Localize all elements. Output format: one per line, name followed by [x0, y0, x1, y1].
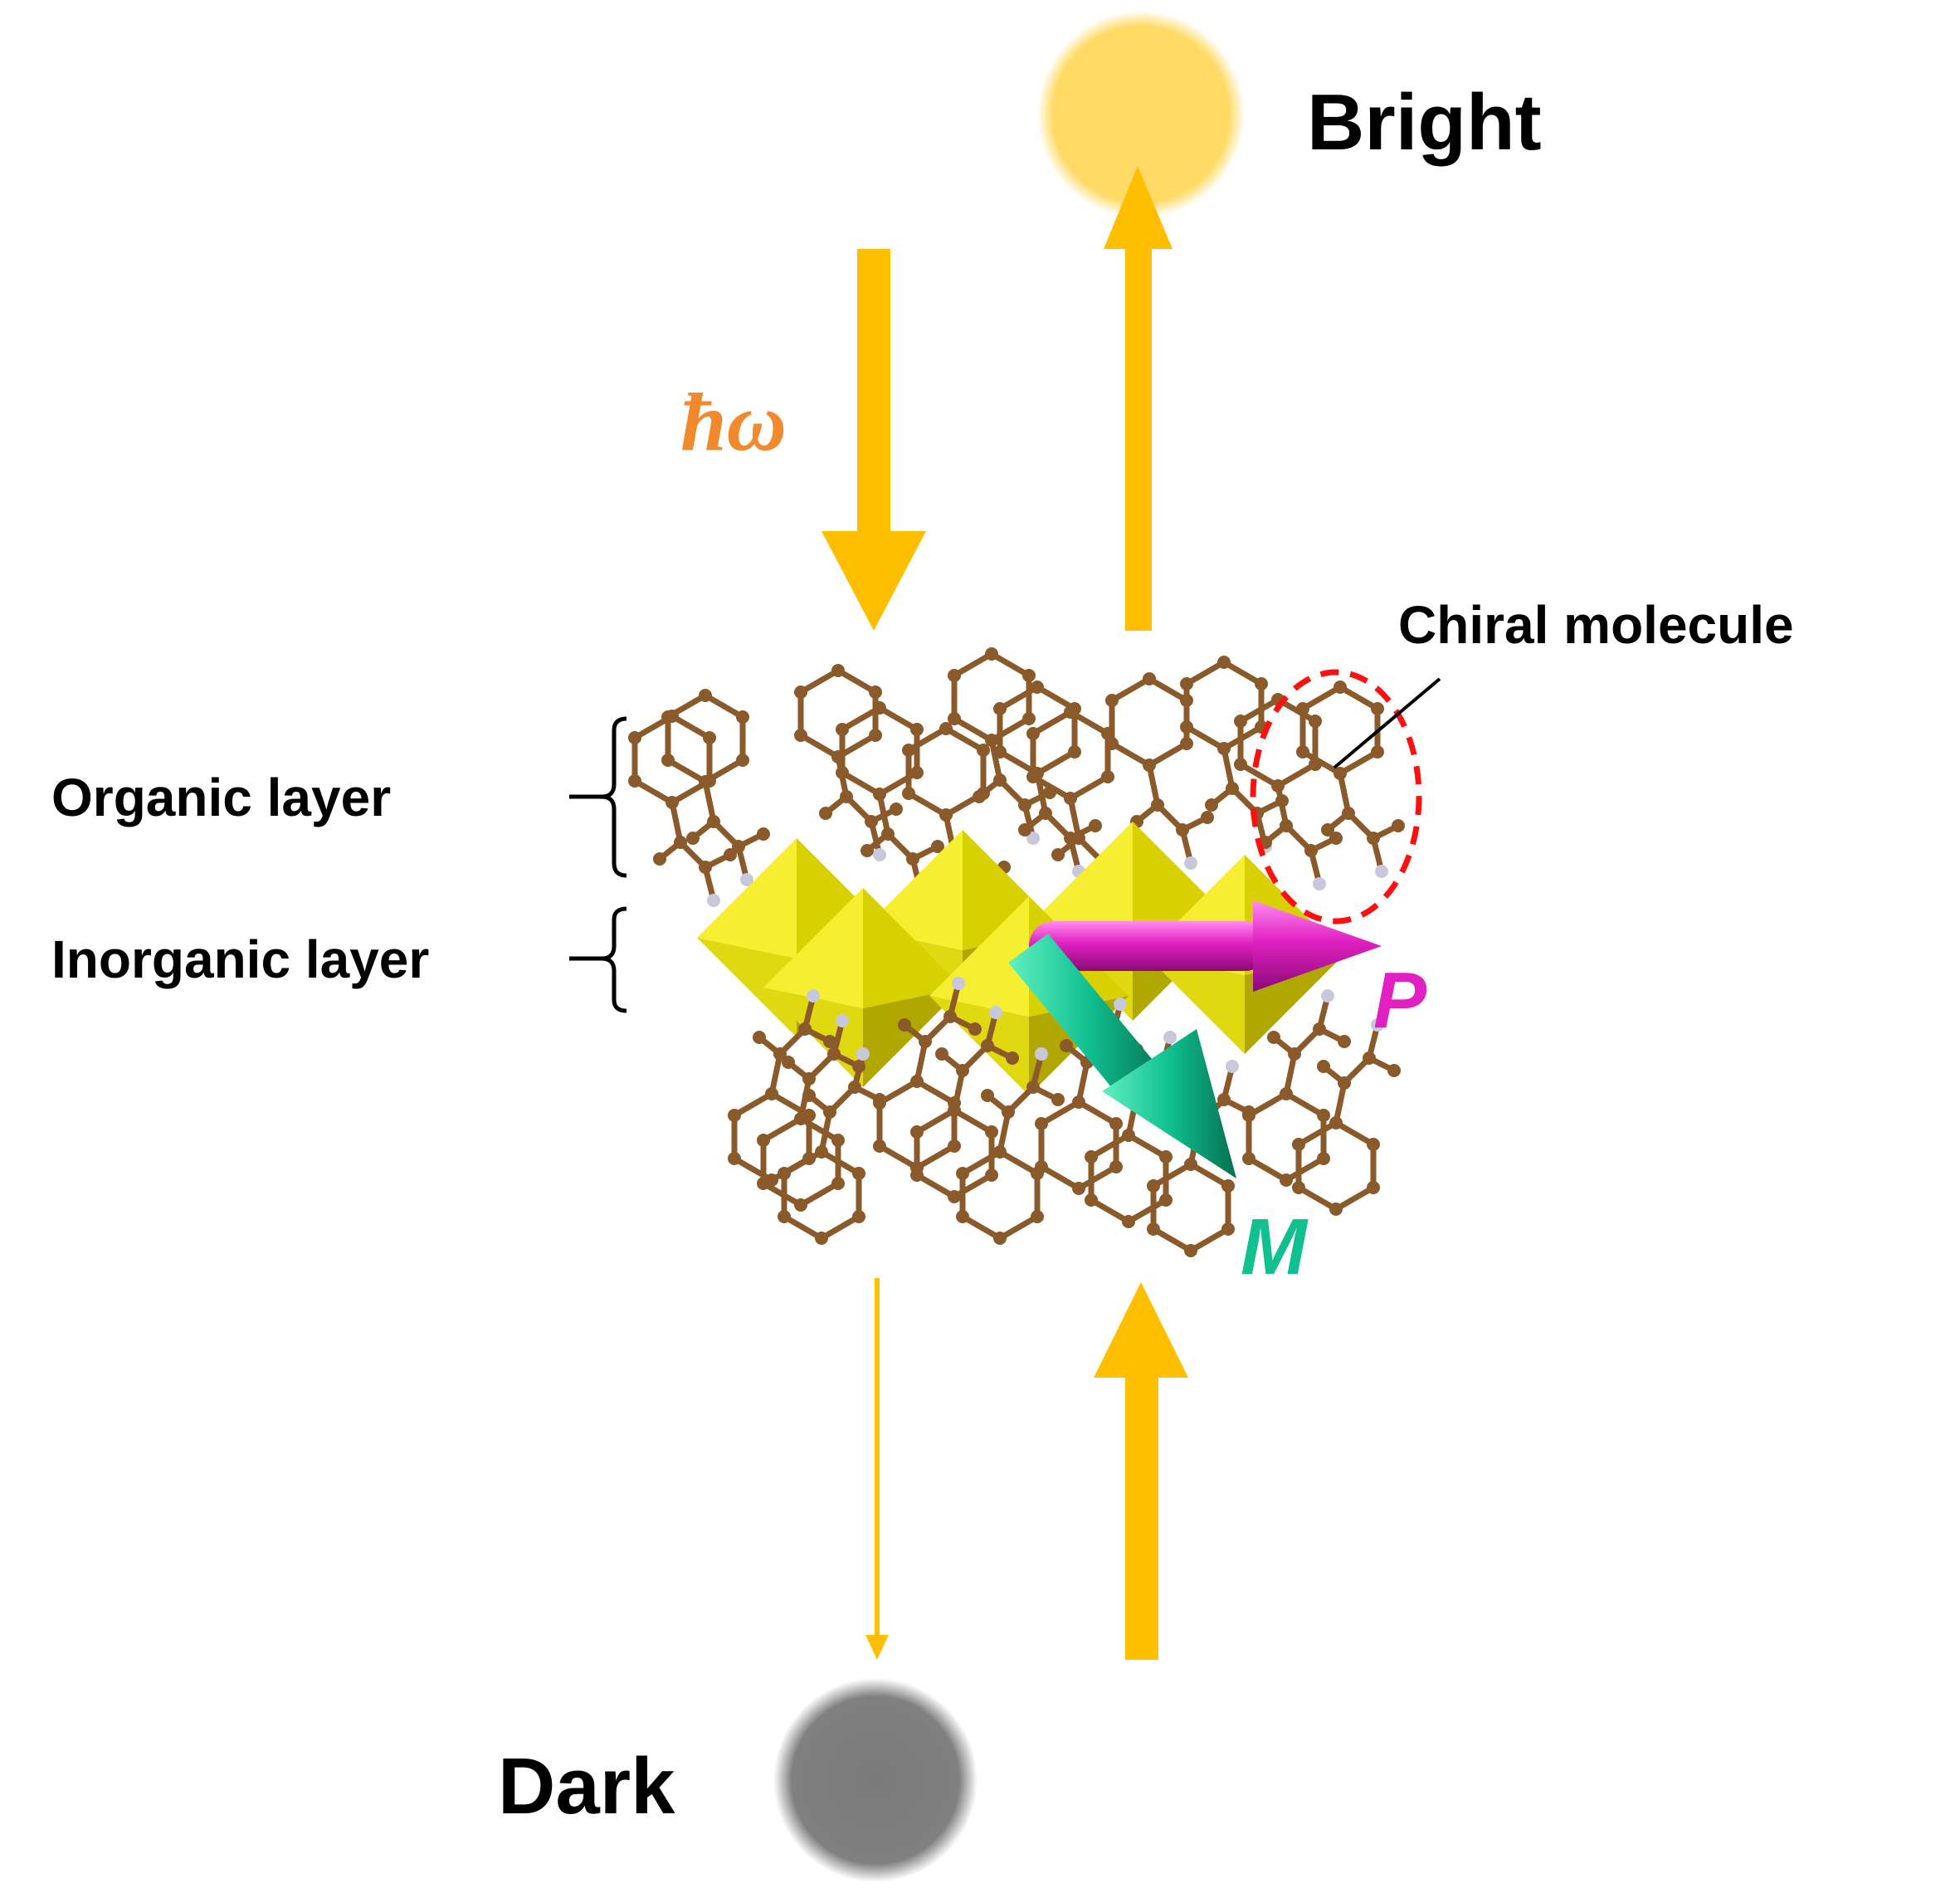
dark-state-circle [773, 1678, 978, 1882]
organic-layer-label: Organic layer [51, 768, 391, 827]
chiral-molecule-label: Chiral molecule [1398, 595, 1794, 655]
inorganic-layer-bracket [601, 906, 627, 1013]
m-vector-arrow [1008, 934, 1236, 1178]
emission-up-arrow [1104, 166, 1173, 631]
m-vector-label: M [1241, 1203, 1309, 1291]
p-vector-label: P [1373, 956, 1427, 1045]
organic-layer-molecules [628, 647, 1405, 920]
nonradiative-arrow [865, 1278, 889, 1660]
p-vector-arrow [1029, 900, 1382, 992]
excitation-arrow [822, 249, 926, 631]
bright-label: Bright [1307, 78, 1542, 167]
inorganic-layer-label: Inorganic layer [51, 929, 429, 989]
photon-energy-label: ħω [680, 376, 787, 468]
chiral-molecule-pointer [1333, 677, 1441, 769]
chiral-molecule-highlight [1250, 669, 1422, 924]
bright-state-circle [1037, 11, 1245, 218]
dark-to-bright-arrow [1094, 1282, 1188, 1660]
organic-layer-bracket [601, 716, 627, 878]
dark-label: Dark [498, 1742, 675, 1831]
